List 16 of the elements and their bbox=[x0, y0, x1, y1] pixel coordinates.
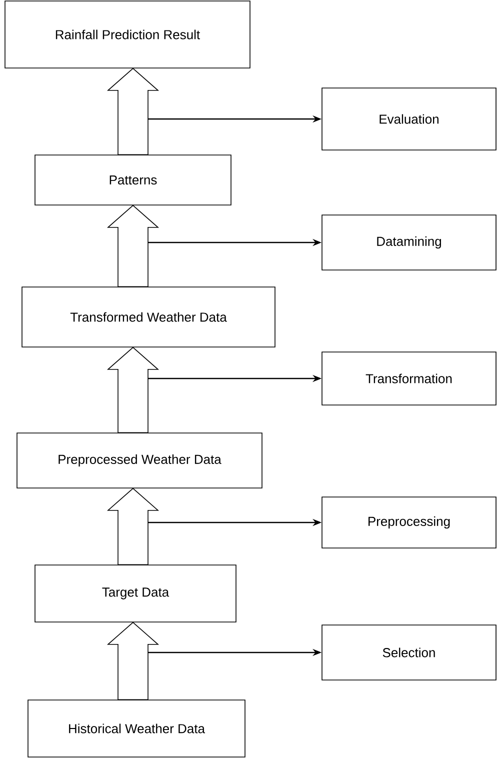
data-box: Transformed Weather Data bbox=[22, 286, 276, 348]
block-arrow bbox=[106, 622, 160, 700]
data-box: Rainfall Prediction Result bbox=[4, 0, 250, 68]
block-arrow bbox=[106, 346, 160, 433]
data-box: Historical Weather Data bbox=[28, 700, 246, 758]
data-box: Target Data bbox=[34, 564, 236, 622]
block-arrow bbox=[106, 68, 160, 155]
data-box: Patterns bbox=[34, 154, 232, 206]
process-box: Datamining bbox=[322, 214, 496, 270]
process-box: Preprocessing bbox=[322, 496, 496, 548]
data-box: Preprocessed Weather Data bbox=[16, 432, 262, 488]
process-box: Evaluation bbox=[322, 88, 496, 150]
process-box: Selection bbox=[322, 624, 496, 680]
block-arrow bbox=[106, 488, 160, 565]
process-box: Transformation bbox=[322, 352, 496, 406]
block-arrow bbox=[106, 204, 160, 287]
